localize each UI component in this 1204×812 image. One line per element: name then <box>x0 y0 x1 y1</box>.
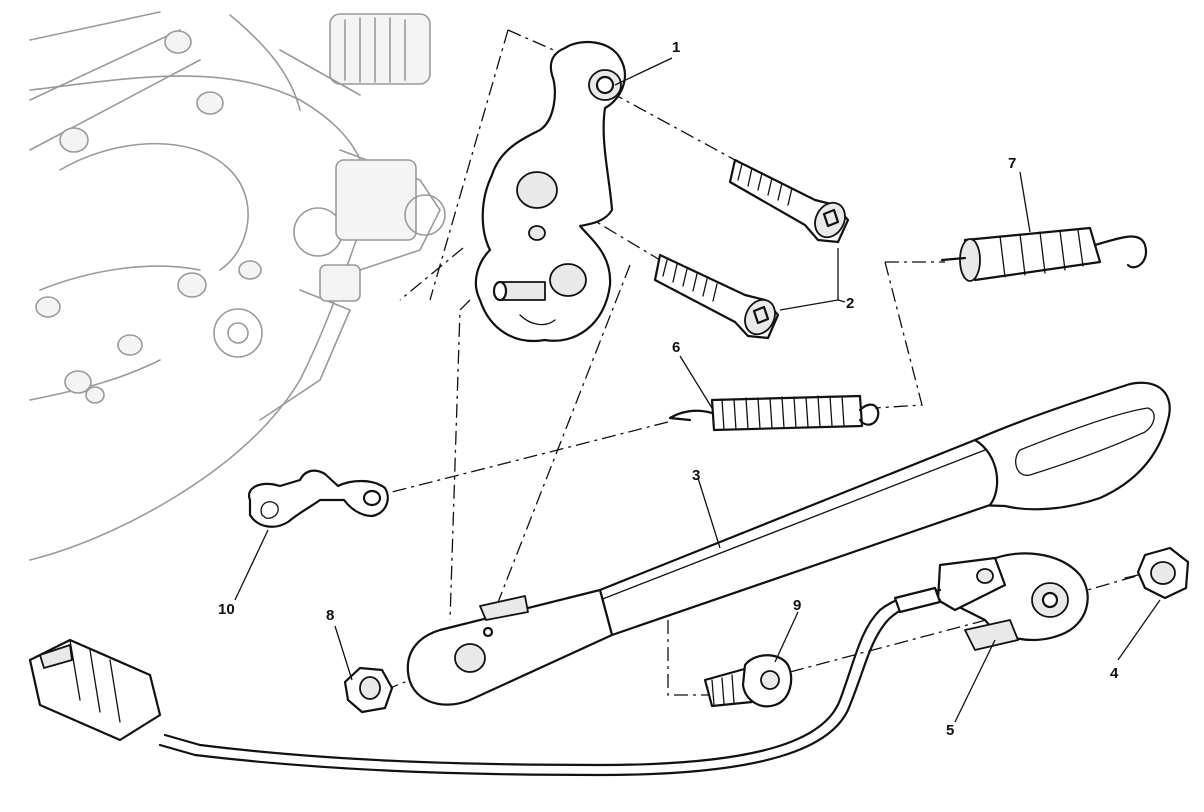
sensor-mounting-bolt <box>703 654 793 708</box>
pivot-nut <box>343 666 394 714</box>
callout-5: 5 <box>946 722 954 739</box>
callout-9: 9 <box>793 597 801 614</box>
callout-8: 8 <box>326 607 334 624</box>
side-stand-mounting-bracket <box>474 41 626 343</box>
callout-labels: 1 2 3 4 5 6 7 8 9 10 <box>218 39 1119 739</box>
sensor-cable <box>158 586 942 777</box>
bracket-screw-upper <box>728 158 850 244</box>
side-stand-leg <box>406 381 1171 706</box>
assembly-center-lines <box>379 29 1141 696</box>
bracket-screw-lower <box>653 253 780 340</box>
side-stand-switch-sensor <box>936 552 1089 651</box>
callout-1: 1 <box>672 39 680 56</box>
callout-leaders <box>234 57 1161 723</box>
callout-2: 2 <box>846 295 854 312</box>
callout-4: 4 <box>1110 665 1119 682</box>
callout-10: 10 <box>218 601 235 618</box>
callout-6: 6 <box>672 339 680 356</box>
callout-7: 7 <box>1008 155 1016 172</box>
sensor-connector-plug <box>28 638 162 742</box>
sensor-retaining-nut <box>1124 546 1190 600</box>
outer-return-spring <box>940 226 1148 282</box>
engine-case-background <box>29 11 446 561</box>
spring-anchor-plate <box>247 469 389 528</box>
callout-3: 3 <box>692 467 700 484</box>
inner-return-spring <box>668 394 880 432</box>
